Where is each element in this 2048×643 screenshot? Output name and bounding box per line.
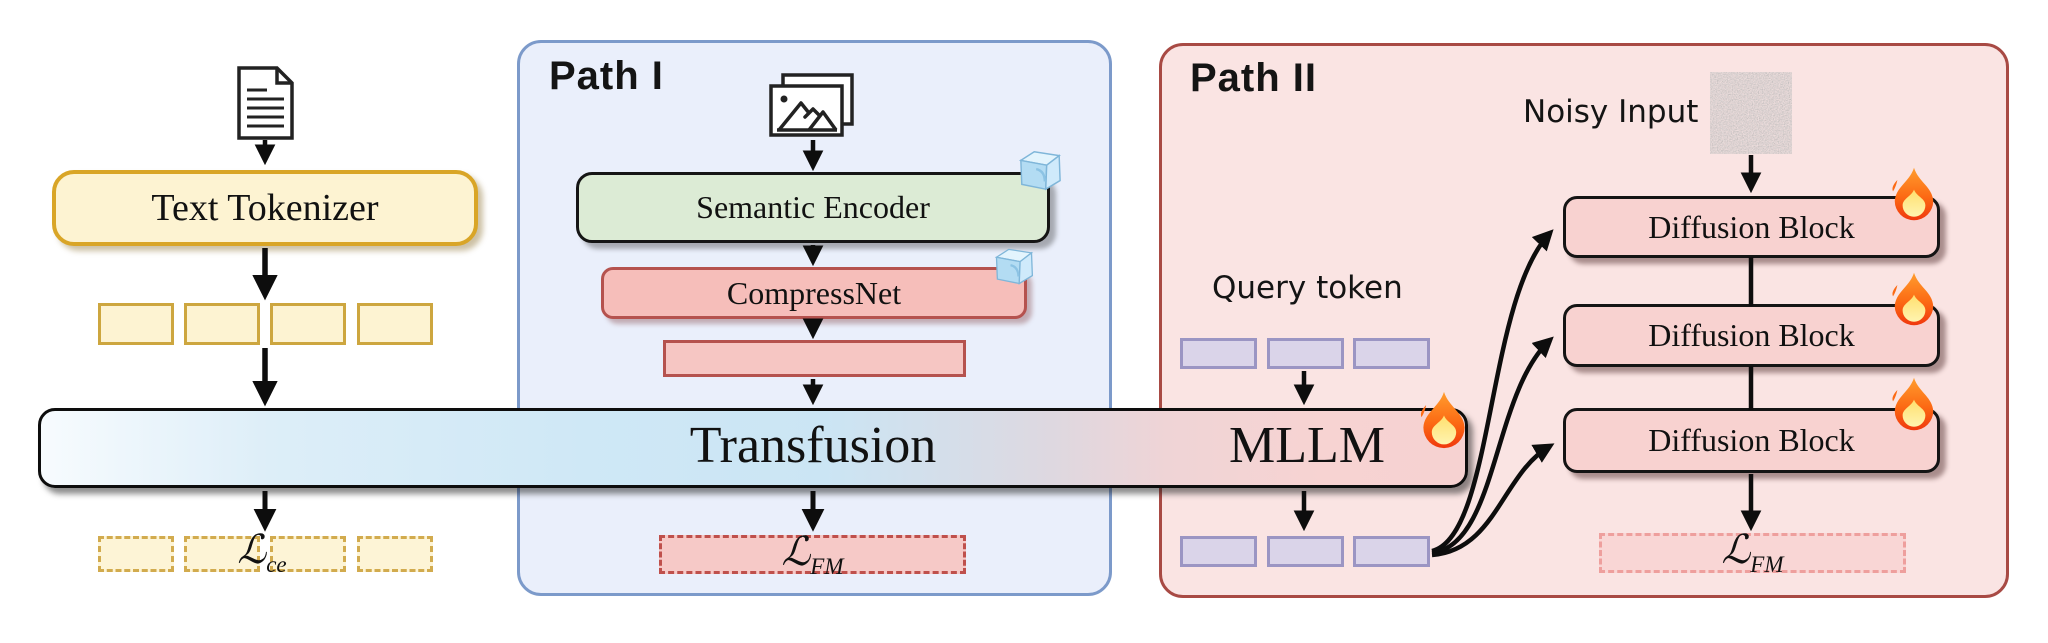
text-token: [357, 303, 433, 345]
compressnet-label: CompressNet: [726, 274, 902, 311]
diffusion-block-label: Diffusion Block: [1648, 422, 1855, 458]
text-tokenizer-label: Text Tokenizer: [151, 187, 379, 229]
fire-icon: [1886, 271, 1942, 327]
loss-subscript: ce: [266, 552, 287, 577]
diffusion-block-label: Diffusion Block: [1648, 317, 1855, 353]
flow-matching-loss-path2: ℒFM: [1599, 527, 1906, 577]
predicted-text-token: [184, 536, 260, 572]
fire-icon: [1886, 166, 1942, 222]
query-token: [1353, 338, 1430, 369]
diffusion-block-2: Diffusion Block: [1563, 304, 1940, 367]
ice-cube-icon: [1017, 147, 1063, 193]
loss-symbol: ℒ: [781, 528, 811, 574]
transfusion-mllm-backbone: Transfusion MLLM: [38, 408, 1468, 488]
path1-title: Path I: [549, 54, 664, 98]
document-icon: [237, 66, 294, 140]
text-tokenizer-block: Text Tokenizer: [52, 170, 478, 246]
output-query-token: [1180, 536, 1257, 567]
fire-icon: [1414, 390, 1474, 450]
diffusion-block-label: Diffusion Block: [1648, 208, 1855, 245]
photos-icon: [769, 73, 854, 137]
predicted-text-token: [98, 536, 174, 572]
noisy-input-label: Noisy Input: [1523, 94, 1699, 130]
semantic-encoder-block: Semantic Encoder: [576, 172, 1050, 243]
query-token: [1180, 338, 1257, 369]
fire-icon: [1886, 376, 1942, 432]
loss-symbol: ℒ: [237, 527, 267, 572]
output-query-token: [1353, 536, 1430, 567]
fm-loss-label: ℒFM: [1721, 527, 1784, 577]
diffusion-block-3: Diffusion Block: [1563, 408, 1940, 473]
loss-symbol: ℒ: [1721, 527, 1751, 572]
query-token: [1267, 338, 1344, 369]
path2-title: Path II: [1190, 56, 1318, 100]
compressed-feature-token: [663, 340, 966, 377]
semantic-encoder-label: Semantic Encoder: [696, 189, 930, 225]
output-query-token: [1267, 536, 1344, 567]
text-token: [184, 303, 260, 345]
transfusion-label: Transfusion: [689, 417, 937, 475]
noise-image: [1710, 72, 1792, 154]
compressnet-block: CompressNet: [601, 267, 1027, 319]
loss-subscript: FM: [1750, 552, 1784, 577]
predicted-text-token: [357, 536, 433, 572]
diffusion-block-1: Diffusion Block: [1563, 196, 1940, 258]
text-token: [270, 303, 346, 345]
predicted-text-token: [270, 536, 346, 572]
mllm-label: MLLM: [1229, 417, 1385, 475]
loss-subscript: FM: [810, 553, 844, 579]
text-token: [98, 303, 174, 345]
flow-matching-loss-path1: ℒFM: [659, 531, 966, 578]
fm-loss-label: ℒFM: [781, 528, 844, 579]
query-token-label: Query token: [1212, 270, 1403, 306]
cross-entropy-loss-label: ℒce: [237, 527, 287, 577]
ice-cube-icon: [993, 245, 1035, 287]
